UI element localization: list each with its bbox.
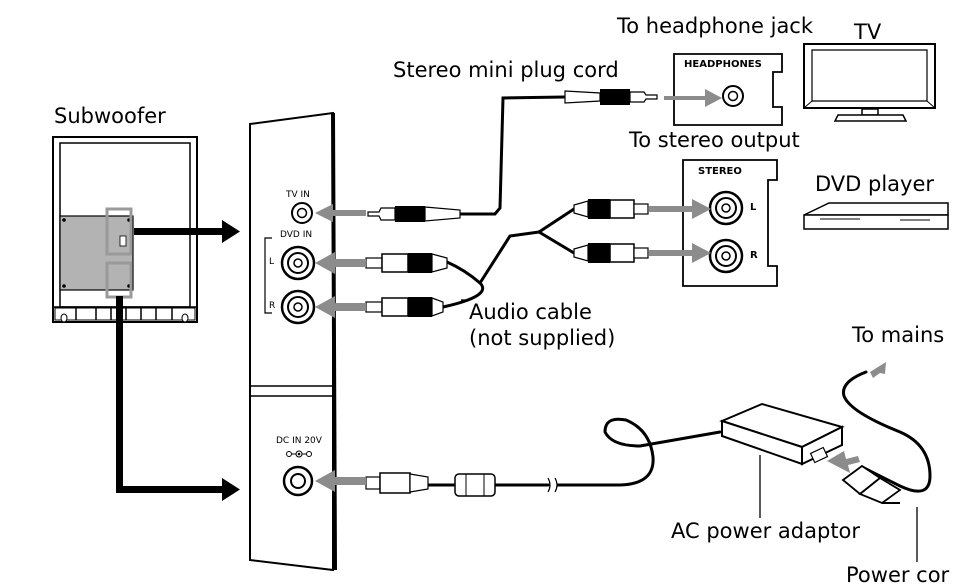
- tv-label: TV: [854, 20, 882, 44]
- not-supplied-label: (not supplied): [469, 326, 616, 350]
- mini-plug-tv-in: [367, 206, 461, 222]
- stereo-port-label: STEREO: [698, 166, 742, 177]
- dc-in-label: DC IN 20V: [276, 436, 322, 446]
- cable-break-marks: [547, 477, 558, 493]
- power-cord-label: Power cor: [846, 563, 950, 587]
- rear-panel: [249, 111, 337, 572]
- ac-power-adaptor-icon: [719, 402, 845, 466]
- subwoofer-illustration: [52, 136, 198, 323]
- tv-in-label: TV IN: [286, 190, 310, 200]
- dvd-in-r-label: R: [269, 301, 276, 311]
- ac-power-adaptor-label: AC power adaptor: [671, 519, 861, 543]
- headphones-port-label: HEADPHONES: [684, 59, 762, 70]
- zoom-arrows: [116, 220, 240, 501]
- rca-plug-stereo-r: [573, 243, 649, 263]
- connection-arrows: [315, 89, 886, 492]
- cables: [441, 95, 932, 493]
- dvd-in-label: DVD IN: [280, 230, 313, 240]
- dc-plug: [365, 472, 496, 497]
- stereo-r-label: R: [750, 250, 758, 261]
- to-mains-label: To mains: [852, 323, 945, 347]
- subwoofer-label: Subwoofer: [54, 104, 166, 128]
- highlight-box-audio: [105, 207, 133, 256]
- rca-plug-dvd-in-l: [365, 253, 448, 273]
- audio-cable-label: Audio cable: [469, 300, 592, 324]
- stereo-panel: [682, 159, 778, 287]
- headphones-panel: [673, 53, 783, 126]
- stereo-output-label: To stereo output: [629, 128, 800, 152]
- headphone-jack-label: To headphone jack: [617, 14, 814, 38]
- mini-plug-headphones: [564, 89, 658, 105]
- dvd-player-label: DVD player: [815, 172, 935, 196]
- dvd-in-l-label: L: [269, 257, 275, 267]
- dvd-player-icon: [803, 202, 949, 230]
- stereo-l-label: L: [750, 202, 757, 213]
- rca-plug-stereo-l: [573, 199, 649, 219]
- stereo-mini-plug-cord-label: Stereo mini plug cord: [393, 58, 619, 82]
- rca-plug-dvd-in-r: [365, 297, 444, 317]
- leader-lines: [461, 299, 918, 562]
- tv-icon: [803, 43, 936, 122]
- power-cord-plug: [841, 464, 902, 505]
